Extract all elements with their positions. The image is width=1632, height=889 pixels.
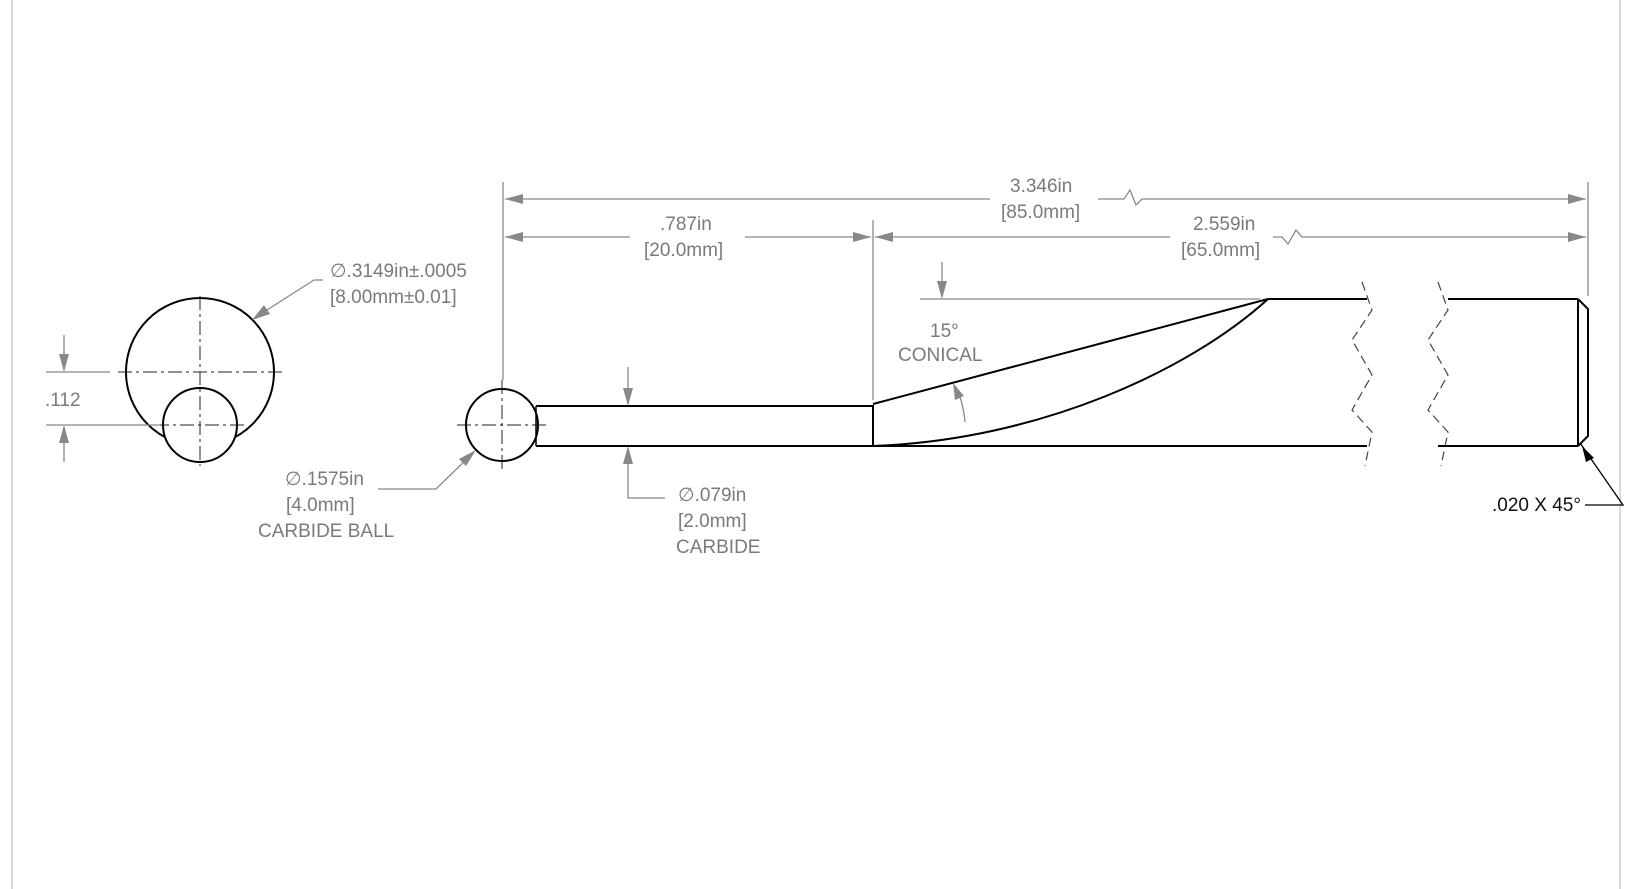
body-dia-mm: [8.00mm±0.01] xyxy=(330,287,457,308)
taper-top-edge xyxy=(872,298,1269,405)
body-length-mm: [65.0mm] xyxy=(1181,240,1260,261)
body-arrow-right xyxy=(1568,232,1586,242)
break-line-right xyxy=(1427,281,1449,467)
chamfer-note: .020 X 45° xyxy=(1492,495,1581,516)
stem-length-mm: [20.0mm] xyxy=(644,240,723,261)
taper-angle-arrow-top xyxy=(937,281,947,299)
body-dia-arrow xyxy=(252,305,270,320)
stem xyxy=(536,405,874,447)
overall-length-mm: [85.0mm] xyxy=(1001,202,1080,223)
stem-dia-leader-bottom xyxy=(627,452,665,499)
taper-note: CONICAL xyxy=(898,345,982,366)
offset-arrow-bottom xyxy=(59,425,69,443)
taper-angle-arrow-bottom xyxy=(953,383,964,400)
overall-dim-line-right xyxy=(1098,188,1586,207)
ball-dia-inch: ∅.1575in xyxy=(285,469,364,490)
stem-dia-note: CARBIDE xyxy=(676,537,760,558)
stem-arrow-left xyxy=(505,232,523,242)
end-view: .112 ∅.3149in±.0005 [8.00mm±0.01] xyxy=(45,261,467,466)
ball-dia-arrow xyxy=(459,450,476,466)
body-dia-leader xyxy=(255,279,323,318)
body-length-inch: 2.559in xyxy=(1193,214,1255,235)
chamfer-leader xyxy=(1579,442,1625,506)
stem-length-inch: .787in xyxy=(660,214,712,235)
overall-length-inch: 3.346in xyxy=(1010,176,1072,197)
body-end-chamfer xyxy=(1577,298,1589,447)
offset-label: .112 xyxy=(45,390,81,411)
break-line-left xyxy=(1351,281,1373,467)
stem-dia-arrow-top xyxy=(623,388,633,406)
chamfer-arrow xyxy=(1582,446,1594,462)
ball-dia-leader xyxy=(378,453,473,490)
ball-dia-note: CARBIDE BALL xyxy=(258,521,394,542)
overall-arrow-left xyxy=(505,194,523,204)
taper-angle: 15° xyxy=(930,321,959,342)
body-dia-inch: ∅.3149in±.0005 xyxy=(330,261,467,282)
stem-dia-mm: [2.0mm] xyxy=(678,511,747,532)
overall-arrow-right xyxy=(1568,194,1586,204)
stem-arrow-right xyxy=(853,232,871,242)
stem-dia-arrow-bottom xyxy=(623,446,633,464)
body-dim-line-right xyxy=(1273,228,1586,246)
stem-dia-inch: ∅.079in xyxy=(678,485,746,506)
ball-dia-mm: [4.0mm] xyxy=(286,495,355,516)
side-view xyxy=(457,281,1589,470)
taper-flute-curve xyxy=(872,298,1269,447)
offset-arrow-top xyxy=(59,354,69,372)
dimensions: 3.346in [85.0mm] .787in [20.0mm] 2.559in… xyxy=(258,176,1625,558)
body-arrow-left xyxy=(875,232,893,242)
